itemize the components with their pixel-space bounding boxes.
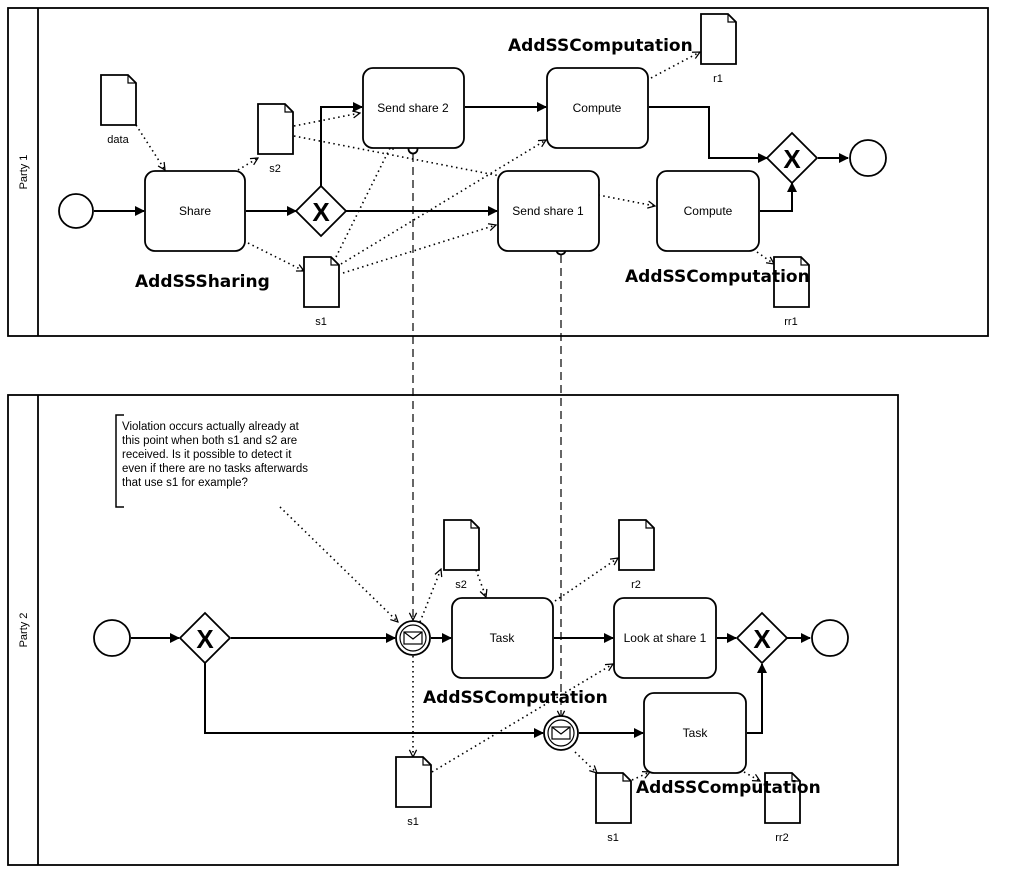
exclusive-gateway-split-party-1[interactable]: X xyxy=(294,184,348,238)
sequence-flows-party-1 xyxy=(94,102,849,216)
text-annotation[interactable]: Violation occurs actually already at thi… xyxy=(115,414,308,508)
task-label: Compute xyxy=(684,204,733,218)
envelope-icon xyxy=(551,726,571,740)
task-label: Send share 2 xyxy=(377,101,449,115)
gateway-x-icon: X xyxy=(312,197,330,227)
data-object-label: rr2 xyxy=(775,832,788,844)
pool-party-2: Party 2 xyxy=(7,394,899,866)
envelope-icon xyxy=(403,631,423,645)
task-compute-bottom[interactable]: Compute xyxy=(656,170,760,252)
task-label: Task xyxy=(683,726,709,740)
end-event-party-1[interactable] xyxy=(849,139,887,177)
task-send-share-2[interactable]: Send share 2 xyxy=(362,67,465,149)
task-label: Task xyxy=(490,631,516,645)
data-object-label: r2 xyxy=(631,579,641,591)
gateway-x-icon: X xyxy=(753,624,771,654)
exclusive-gateway-split-party-2[interactable]: X xyxy=(178,611,232,665)
task-party-2-bottom[interactable]: Task xyxy=(643,692,747,774)
exclusive-gateway-merge-party-1[interactable]: X xyxy=(765,131,819,185)
task-share[interactable]: Share xyxy=(144,170,246,252)
start-event-party-2[interactable] xyxy=(93,619,131,657)
data-object-s2-party-2[interactable]: s2 xyxy=(443,519,480,591)
data-object-data[interactable]: data xyxy=(100,74,137,146)
data-object-label: s1 xyxy=(607,832,619,844)
message-catch-event-bottom[interactable] xyxy=(543,715,579,751)
data-object-label: rr1 xyxy=(784,316,797,328)
annotation-line: this point when both s1 and s2 are xyxy=(122,435,297,447)
pool-label-party-1: Party 1 xyxy=(18,155,30,190)
task-label: Look at share 1 xyxy=(624,631,707,645)
start-event-party-1[interactable] xyxy=(58,193,94,229)
data-object-r2[interactable]: r2 xyxy=(618,519,655,591)
task-look-at-share-1[interactable]: Look at share 1 xyxy=(613,597,717,679)
task-compute-top[interactable]: Compute xyxy=(546,67,649,149)
data-object-label: data xyxy=(107,134,129,146)
data-object-label: r1 xyxy=(713,73,723,85)
exclusive-gateway-merge-party-2[interactable]: X xyxy=(735,611,789,665)
annotation-line: even if there are no tasks afterwards xyxy=(122,463,308,475)
tag-add-ss-computation-p2-b: AddSSComputation xyxy=(636,778,821,798)
data-object-s2-party-1[interactable]: s2 xyxy=(257,103,294,175)
gateway-x-icon: X xyxy=(783,144,801,174)
pool-label-party-2: Party 2 xyxy=(18,613,30,648)
data-object-s1-party-1[interactable]: s1 xyxy=(303,256,340,328)
task-label: Share xyxy=(179,204,211,218)
data-object-r1[interactable]: r1 xyxy=(700,13,737,85)
data-object-label: s2 xyxy=(455,579,467,591)
tag-add-ss-computation-mid: AddSSComputation xyxy=(625,267,810,287)
blue-tags: AddSSSharing AddSSComputation AddSSCompu… xyxy=(135,36,821,798)
annotation-line: Violation occurs actually already at xyxy=(122,421,300,433)
tag-add-ss-computation-top: AddSSComputation xyxy=(508,36,693,56)
data-object-label: s2 xyxy=(269,163,281,175)
data-object-s1-party-2-right[interactable]: s1 xyxy=(595,772,632,844)
pool-party-1: Party 1 xyxy=(7,7,989,337)
data-object-rr1[interactable]: rr1 xyxy=(773,256,810,328)
task-party-2-top[interactable]: Task xyxy=(451,597,554,679)
tag-add-ss-sharing: AddSSSharing xyxy=(135,272,270,292)
sequence-flows-party-2 xyxy=(131,633,811,738)
data-object-s1-party-2-left[interactable]: s1 xyxy=(395,756,432,828)
tag-add-ss-computation-p2-a: AddSSComputation xyxy=(423,688,608,708)
end-event-party-2[interactable] xyxy=(811,619,849,657)
data-object-rr2[interactable]: rr2 xyxy=(764,772,801,844)
data-object-label: s1 xyxy=(407,816,419,828)
task-label: Compute xyxy=(573,101,622,115)
gateway-x-icon: X xyxy=(196,624,214,654)
annotation-line: that use s1 for example? xyxy=(122,477,248,489)
task-label: Send share 1 xyxy=(512,204,584,218)
data-object-label: s1 xyxy=(315,316,327,328)
annotation-line: received. Is it possible to detect it xyxy=(122,449,292,461)
message-catch-event-top[interactable] xyxy=(395,620,431,656)
task-send-share-1[interactable]: Send share 1 xyxy=(497,170,600,252)
